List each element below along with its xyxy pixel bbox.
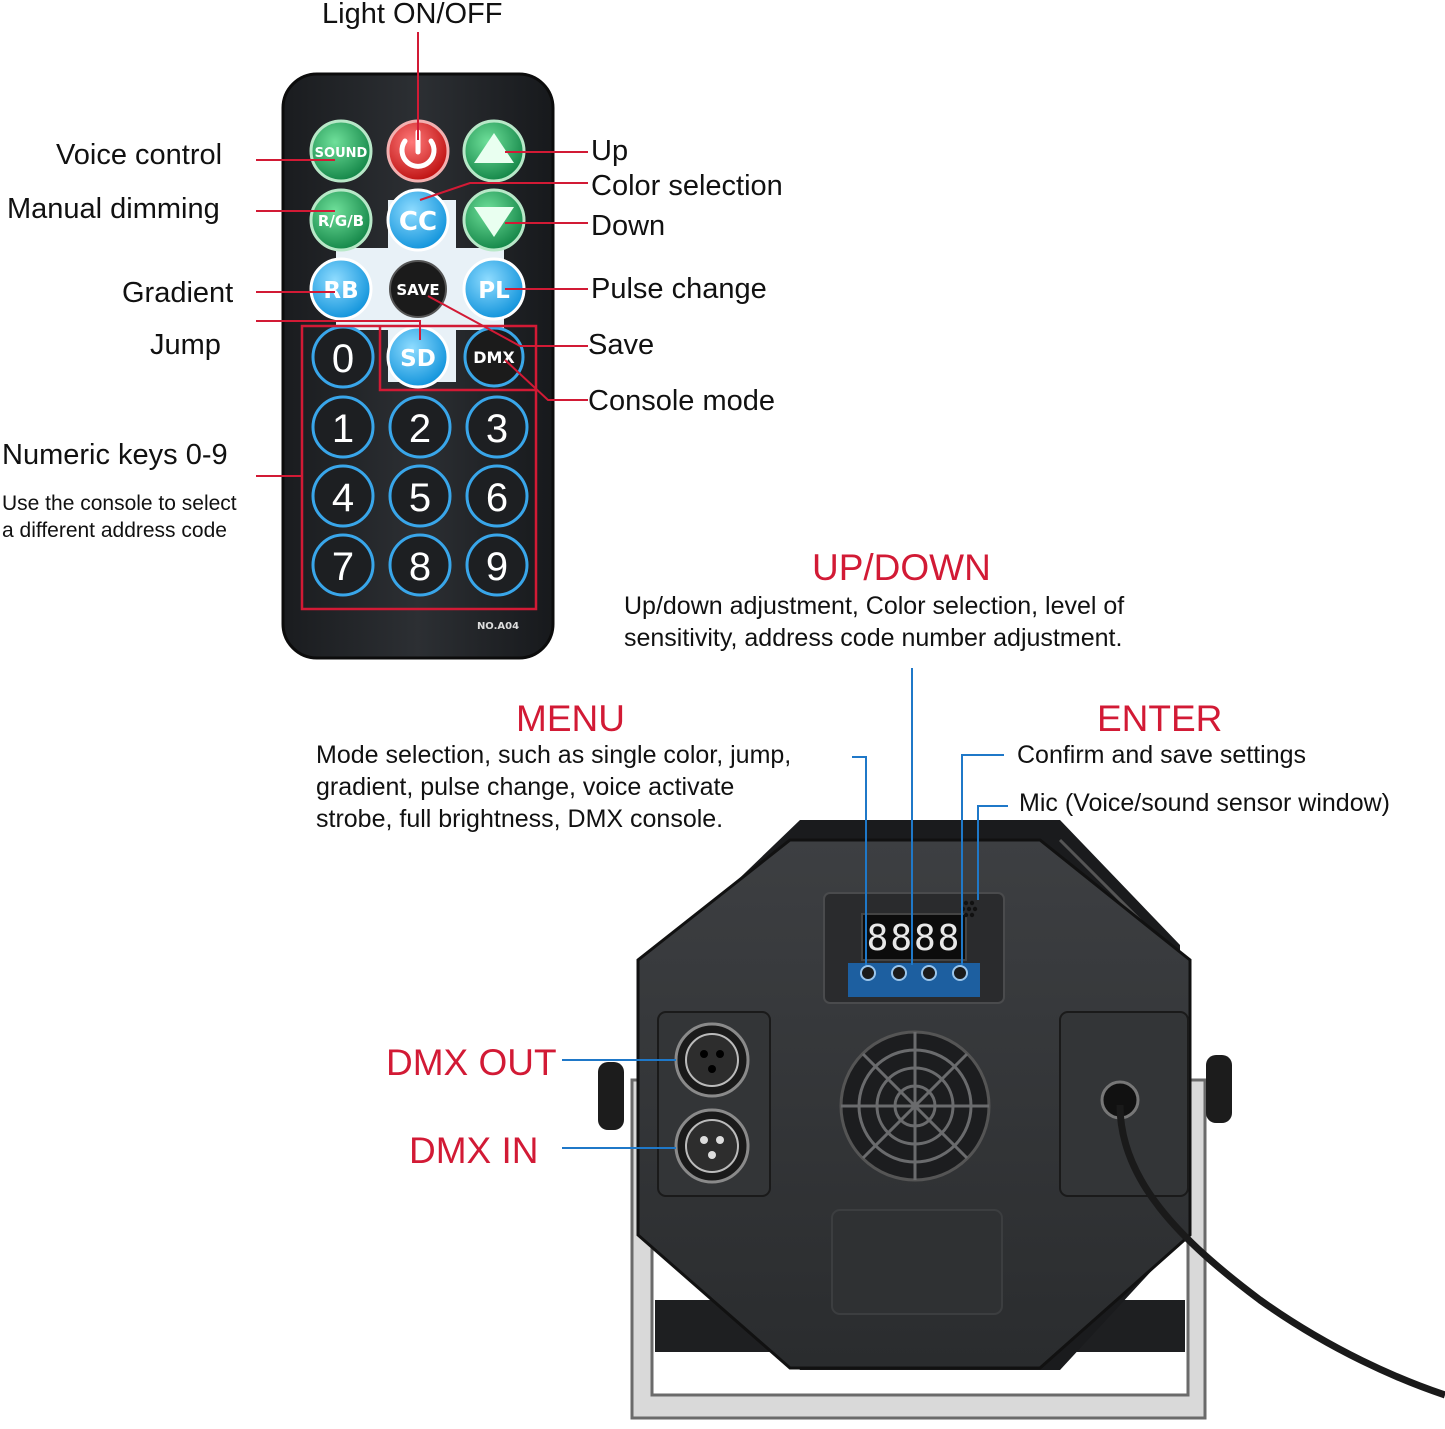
menu-desc-line1: Mode selection, such as single color, ju… <box>316 741 792 769</box>
menu-button[interactable] <box>860 965 876 981</box>
up-arrow-icon <box>474 133 514 163</box>
digit-3-label: 3 <box>486 407 508 451</box>
digit-6-button[interactable] <box>465 464 529 528</box>
enter-desc-line1: Confirm and save settings <box>1017 741 1307 769</box>
digit-1-label: 1 <box>332 407 354 451</box>
panel-callout-lines <box>562 668 1008 1149</box>
numeric-keys-label: Numeric keys 0-9 <box>2 439 228 471</box>
right-knob[interactable] <box>1206 1055 1232 1123</box>
mic-label: Mic (Voice/sound sensor window) <box>1019 789 1390 817</box>
numeric-keypad <box>311 325 529 597</box>
numeric-note-line2: a different address code <box>2 519 227 542</box>
digit-6-label: 6 <box>486 476 508 520</box>
enter-button[interactable] <box>952 965 968 981</box>
dmx-in-connector <box>674 1108 750 1184</box>
numeric-note-line1: Use the console to select <box>2 492 237 515</box>
dmx-in-label: DMX IN <box>409 1130 539 1171</box>
digit-7-label: 7 <box>332 545 354 589</box>
up-label: Up <box>591 135 629 167</box>
up-down-desc-line1: Up/down adjustment, Color selection, lev… <box>624 592 1125 620</box>
digit-2-label: 2 <box>409 407 431 451</box>
pl-button-label: PL <box>478 278 510 304</box>
certification-marks <box>831 1209 1003 1315</box>
digit-4-label: 4 <box>332 476 354 520</box>
dmx-out-connector <box>674 1022 750 1098</box>
pulse-change-label: Pulse change <box>591 273 767 305</box>
save-button-label: SAVE <box>396 281 439 299</box>
led-display <box>861 913 967 961</box>
digit-9-button[interactable] <box>465 533 529 597</box>
down-arrow-icon <box>474 207 514 237</box>
sd-button-label: SD <box>400 346 436 372</box>
digit-5-button[interactable] <box>388 464 452 528</box>
up-down-desc-line2: sensitivity, address code number adjustm… <box>624 624 1123 652</box>
digit-5-label: 5 <box>409 476 431 520</box>
remote-model-label: NO.A04 <box>477 621 519 632</box>
down-label: Down <box>591 210 666 242</box>
dmx-button-label: DMX <box>473 348 515 367</box>
digit-8-label: 8 <box>409 545 431 589</box>
power-cable <box>1116 1104 1445 1399</box>
up-panel-button[interactable] <box>891 965 907 981</box>
digit-9-label: 9 <box>486 545 508 589</box>
sound-button[interactable] <box>309 119 373 183</box>
dmx-button[interactable] <box>463 326 525 388</box>
fan-grille-icon <box>839 1030 991 1182</box>
rgb-button[interactable] <box>309 188 373 252</box>
led-display-readout: 8888 <box>867 918 962 959</box>
down-button[interactable] <box>462 188 526 252</box>
menu-title: MENU <box>516 698 625 739</box>
digit-0-label: 0 <box>332 337 354 381</box>
left-knob[interactable] <box>598 1062 624 1130</box>
cc-button[interactable] <box>386 188 450 252</box>
up-down-title: UP/DOWN <box>812 547 991 588</box>
color-selection-label: Color selection <box>591 170 783 202</box>
sound-button-label: SOUND <box>315 146 368 161</box>
dmx-out-label: DMX OUT <box>386 1042 557 1083</box>
menu-desc-line2: gradient, pulse change, voice activate <box>316 773 735 801</box>
digit-4-button[interactable] <box>311 464 375 528</box>
gradient-label: Gradient <box>122 277 234 309</box>
save-button[interactable] <box>389 260 447 318</box>
par-light: 8888 <box>598 820 1445 1420</box>
console-mode-label: Console mode <box>588 385 775 417</box>
digit-2-button[interactable] <box>388 395 452 459</box>
rb-button[interactable] <box>309 257 373 321</box>
down-panel-button[interactable] <box>921 965 937 981</box>
remote-callout-lines <box>256 32 588 477</box>
digit-1-button[interactable] <box>311 395 375 459</box>
enter-title: ENTER <box>1097 698 1223 739</box>
rgb-button-label: R/G/B <box>318 212 364 230</box>
menu-desc-line3: strobe, full brightness, DMX console. <box>316 805 724 833</box>
power-button[interactable] <box>386 119 450 183</box>
digit-3-button[interactable] <box>465 395 529 459</box>
digit-7-button[interactable] <box>311 533 375 597</box>
save-label: Save <box>588 329 655 361</box>
manual-dimming-label: Manual dimming <box>7 193 220 225</box>
voice-control-label: Voice control <box>56 139 223 171</box>
digit-8-button[interactable] <box>388 533 452 597</box>
cc-button-label: CC <box>399 207 437 237</box>
light-on-off-label: Light ON/OFF <box>322 0 503 30</box>
jump-label: Jump <box>150 329 221 361</box>
